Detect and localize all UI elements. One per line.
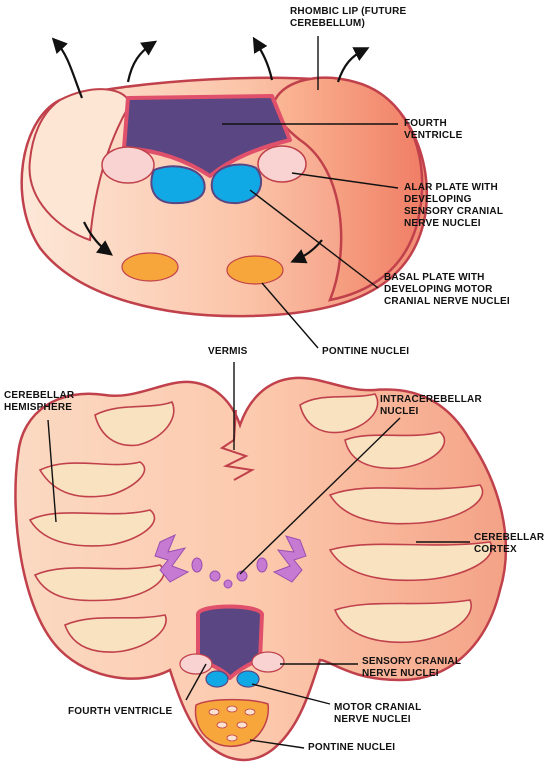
intracerebellar-nuclei: [154, 534, 307, 589]
nucleus-5: [223, 579, 233, 589]
dentate-nucleus-right: [272, 535, 307, 583]
label-cerebellar-hemisphere: CEREBELLAR HEMISPHERE: [4, 390, 75, 413]
sensory-nuclei-right: [251, 651, 285, 673]
folium-left-5: [94, 400, 175, 447]
pontine-gap-6: [226, 734, 238, 742]
label-basal-plate: BASAL PLATE WITH DEVELOPING MOTOR CRANIA…: [384, 272, 510, 307]
alar-plate-right: [257, 145, 307, 183]
pontine-gap-2: [226, 705, 238, 713]
leader-basal-plate: [249, 189, 379, 289]
folium-left-1: [38, 461, 146, 498]
pontine-nucleus-right: [226, 255, 284, 285]
dentate-nucleus-left: [154, 534, 190, 583]
folium-left-4: [63, 614, 167, 653]
pontine-gap-3: [244, 708, 256, 716]
leader-motor-nuclei: [251, 683, 331, 705]
bottom-section: [14, 362, 508, 762]
rhombic-lip-right: [273, 76, 424, 302]
label-fourth-ventricle-top: FOURTH VENTRICLE: [404, 118, 463, 141]
migration-arrow-4: [336, 47, 370, 83]
migration-arrow-6: [290, 239, 323, 264]
label-cerebellar-cortex: CEREBELLAR CORTEX: [474, 532, 545, 555]
migration-arrow-5: [83, 221, 113, 256]
fourth-ventricle-bottom: [196, 604, 264, 680]
folium-right-5: [299, 393, 379, 434]
pontine-nucleus-left: [121, 252, 179, 282]
folium-right-4: [333, 599, 472, 644]
basal-plate-left: [150, 165, 206, 205]
folium-right-2: [328, 484, 484, 525]
label-pontine-top: PONTINE NUCLEI: [322, 346, 410, 357]
pontine-gap-4: [216, 721, 228, 729]
leader-alar-plate: [291, 172, 399, 189]
label-vermis: VERMIS: [208, 346, 248, 357]
pontine-gap-5: [236, 721, 248, 729]
label-fourth-ventricle-bottom: FOURTH VENTRICLE: [68, 706, 173, 717]
pontine-gap-1: [208, 708, 220, 716]
nucleus-4: [236, 570, 248, 582]
motor-nuclei-left: [205, 670, 229, 688]
label-sensory-nuclei: SENSORY CRANIAL NERVE NUCLEI: [362, 656, 462, 679]
nucleus-3: [209, 570, 221, 582]
leader-cerebellar-hemisphere: [47, 419, 57, 523]
basal-plate-right: [210, 163, 263, 205]
migration-arrow-3: [252, 36, 274, 81]
sensory-nuclei-left: [179, 653, 213, 675]
cortical-folia: [28, 393, 493, 653]
folium-right-3: [328, 541, 493, 582]
migration-arrow-2: [126, 40, 158, 83]
folium-left-2: [28, 509, 156, 547]
leader-fourth-ventricle-bottom: [185, 663, 207, 701]
nucleus-2: [256, 557, 268, 573]
migration-arrow-1: [51, 37, 84, 99]
fourth-ventricle-top: [122, 94, 292, 178]
label-motor-nuclei: MOTOR CRANIAL NERVE NUCLEI: [334, 702, 422, 725]
label-intracerebellar-nuclei: INTRACEREBELLAR NUCLEI: [380, 394, 482, 417]
alar-plate-left: [101, 146, 155, 184]
top-section: [20, 36, 428, 349]
leader-pontine-bottom: [249, 739, 305, 749]
label-pontine-bottom: PONTINE NUCLEI: [308, 742, 396, 753]
label-alar-plate: ALAR PLATE WITH DEVELOPING SENSORY CRANI…: [404, 182, 504, 229]
nucleus-1: [191, 557, 203, 573]
folium-right-1: [344, 431, 446, 470]
motor-nuclei-right: [236, 670, 260, 688]
leader-intracerebellar-nuclei: [239, 417, 401, 575]
leader-pontine-top: [261, 282, 319, 349]
label-rhombic-lip: RHOMBIC LIP (FUTURE CEREBELLUM): [290, 6, 407, 29]
folium-left-3: [33, 564, 165, 602]
